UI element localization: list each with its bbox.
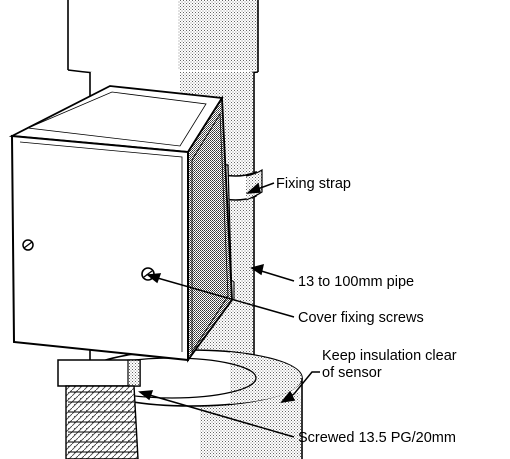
flexible-conduit <box>65 385 139 459</box>
upper-insulation <box>67 0 259 78</box>
label-pipe: 13 to 100mm pipe <box>298 274 414 290</box>
leader-pipe <box>250 263 295 282</box>
label-insulation-line1: Keep insulation clear <box>322 348 457 364</box>
label-cover-screws: Cover fixing screws <box>298 310 424 326</box>
leader-cover-screws <box>146 273 295 318</box>
sensor-box <box>8 85 233 363</box>
leader-screwed <box>138 390 295 438</box>
leader-insulation <box>280 371 320 404</box>
label-screwed: Screwed 13.5 PG/20mm <box>298 430 456 446</box>
leader-fixing-strap <box>245 182 275 194</box>
left-cover-screw <box>22 239 34 251</box>
label-fixing-strap: Fixing strap <box>276 176 351 192</box>
label-insulation-line2: of sensor <box>322 365 382 381</box>
cable-gland <box>57 359 141 387</box>
